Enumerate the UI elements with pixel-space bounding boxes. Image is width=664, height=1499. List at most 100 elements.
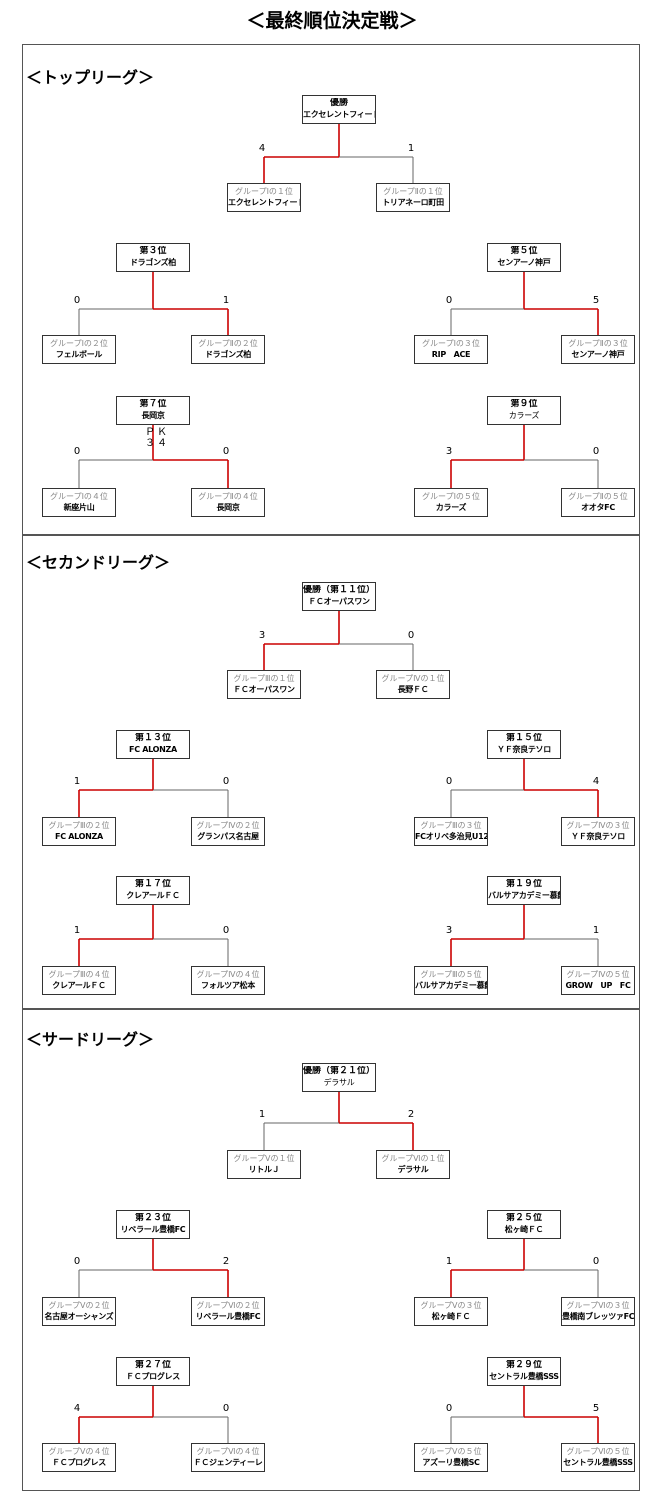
third-bracket-1-left-team-box: グループⅤの１位リトルＪ [227,1150,301,1179]
second-bracket-5-left-team-box-team: バルサアカデミー慕飾 [415,981,487,990]
top-bracket-4-result-box: 第７位長岡京 [116,396,190,425]
top-bracket-3-left-team-box-team: RIP ACE [431,350,471,359]
top-bracket-4-pk-label: ＰＫ [145,427,169,438]
top-bracket-1-result-box-label: 優勝 [329,98,348,108]
second-bracket-3-left-score: 0 [445,776,453,787]
top-bracket-1-left-team-box-team: エクセレントフィート [228,198,300,207]
top-bracket-3-left-team-box: グループⅠの３位 RIP ACE [414,335,488,364]
second-bracket-2-left-team-box-label: グループⅢの２位 [48,821,110,830]
second-bracket-5-left-team-box-label: グループⅢの５位 [420,970,482,979]
top-bracket-3-left-team-box-label: グループⅠの３位 [422,339,480,348]
top-bracket-1-right-team-box-label: グループⅡの１位 [383,187,443,196]
top-bracket-4-left-score: 0 [73,446,81,457]
second-bracket-1-right-team-box-team: 長野ＦＣ [397,685,429,694]
third-bracket-4-left-team-box: グループⅤの４位 ＦＣプログレス [42,1443,116,1472]
second-bracket-5-right-score: 1 [592,925,600,936]
second-bracket-1-right-score: 0 [407,630,415,641]
top-bracket-5-right-team-box: グループⅡの５位オオタFC [561,488,635,517]
third-bracket-3-left-team-box-team: 松ヶ崎ＦＣ [431,1312,471,1321]
second-bracket-1-result-box: 優勝（第１１位）ＦＣオーパスワン [302,582,376,611]
top-bracket-5-result-box: 第９位カラーズ [487,396,561,425]
third-bracket-3-left-team-box-label: グループⅤの３位 [420,1301,482,1310]
third-bracket-5-right-team-box: グループⅥの５位セントラル豊橋SSS [561,1443,635,1472]
top-bracket-2-right-team-box-team: ドラゴンズ柏 [204,350,252,359]
top-bracket-3-result-box-team: センアーノ神戸 [497,258,551,267]
top-bracket-4-pk-score: ３４ [145,438,169,449]
third-bracket-1-result-box-label: 優勝（第２１位） [303,1066,375,1076]
third-bracket-2-result-box-label: 第２３位 [134,1213,171,1223]
third-bracket-4-result-box-label: 第２７位 [134,1360,171,1370]
top-bracket-5-right-team-box-team: オオタFC [581,503,615,512]
top-bracket-3-right-team-box-team: センアーノ神戸 [571,350,625,359]
third-bracket-5-right-team-box-label: グループⅥの５位 [566,1447,630,1456]
second-bracket-4-left-team-box: グループⅢの４位クレアールＦＣ [42,966,116,995]
third-bracket-4-left-score: 4 [73,1403,81,1414]
top-bracket-4-left-team-box-label: グループⅠの４位 [50,492,108,501]
third-bracket-2-left-team-box: グループⅤの２位名古屋オーシャンズ [42,1297,116,1326]
third-bracket-4-left-team-box-team: ＦＣプログレス [52,1458,106,1467]
top-bracket-5-result-box-label: 第９位 [510,399,538,409]
second-bracket-3-left-team-box: グループⅢの３位 FCオリベ多治見U12 [414,817,488,846]
top-bracket-1-left-team-box-label: グループⅠの１位 [235,187,293,196]
third-bracket-1-right-team-box-label: グループⅥの１位 [381,1154,445,1163]
second-bracket-2-result-box-team: FC ALONZA [129,745,177,754]
top-bracket-4-right-team-box: グループⅡの４位長岡京 [191,488,265,517]
second-bracket-5-result-box-label: 第１９位 [505,879,542,889]
second-bracket-4-right-team-box: グループⅣの４位フォルツア松本 [191,966,265,995]
third-bracket-5-left-team-box-team: アズーリ豊橋SC [422,1458,480,1467]
top-bracket-1-left-team-box: グループⅠの１位エクセレントフィート [227,183,301,212]
third-bracket-3-right-team-box-label: グループⅥの３位 [566,1301,630,1310]
third-bracket-2-left-team-box-team: 名古屋オーシャンズ [44,1312,114,1321]
second-bracket-4-right-team-box-label: グループⅣの４位 [196,970,260,979]
top-bracket-1-right-score: 1 [407,143,415,154]
third-bracket-4-right-team-box: グループⅥの４位 ＦＣジェンティーレ [191,1443,265,1472]
third-bracket-4-right-team-box-label: グループⅥの４位 [196,1447,260,1456]
third-bracket-2-left-team-box-label: グループⅤの２位 [48,1301,110,1310]
page-title: ＜最終順位決定戦＞ [246,10,418,32]
second-bracket-2-right-team-box-team: グランパス名古屋 [197,832,259,841]
top-bracket-2-result-box: 第３位ドラゴンズ柏 [116,243,190,272]
top-bracket-4-right-team-box-label: グループⅡの４位 [198,492,258,501]
second-bracket-3-left-team-box-team: FCオリベ多治見U12 [415,832,487,841]
third-bracket-2-left-score: 0 [73,1256,81,1267]
top-bracket-3-right-score: 5 [592,295,600,306]
second-bracket-3-left-team-box-label: グループⅢの３位 [420,821,482,830]
third-bracket-3-result-box-label: 第２５位 [505,1213,542,1223]
third-bracket-5-right-team-box-team: セントラル豊橋SSS [563,1458,633,1467]
top-bracket-1-right-team-box-team: トリアネーロ町田 [382,198,444,207]
top-bracket-5-right-score: 0 [592,446,600,457]
third-bracket-5-left-team-box: グループⅤの５位アズーリ豊橋SC [414,1443,488,1472]
top-bracket-5-left-team-box: グループⅠの５位カラーズ [414,488,488,517]
second-bracket-5-result-box-team: バルサアカデミー慕飾 [488,891,560,900]
top-bracket-2-left-score: 0 [73,295,81,306]
top-bracket-4-right-score: 0 [222,446,230,457]
top-bracket-3-left-score: 0 [445,295,453,306]
top-bracket-2-result-box-team: ドラゴンズ柏 [129,258,177,267]
second-bracket-4-result-box: 第１７位クレアールＦＣ [116,876,190,905]
top-bracket-4-right-team-box-team: 長岡京 [216,503,240,512]
third-bracket-1-right-team-box: グループⅥの１位デラサル [376,1150,450,1179]
third-bracket-4-left-team-box-label: グループⅤの４位 [48,1447,110,1456]
second-league-section [22,535,640,1009]
top-league-section [22,44,640,535]
third-bracket-3-right-score: 0 [592,1256,600,1267]
top-bracket-2-right-team-box: グループⅡの２位ドラゴンズ柏 [191,335,265,364]
second-bracket-2-right-team-box-label: グループⅣの２位 [196,821,260,830]
third-bracket-3-right-team-box-team: 豊橋南ブレッツァFC [562,1312,634,1321]
second-bracket-2-left-score: 1 [73,776,81,787]
second-bracket-4-result-box-label: 第１７位 [134,879,171,889]
third-bracket-3-result-box-team: 松ヶ崎ＦＣ [504,1225,544,1234]
second-bracket-3-right-team-box-label: グループⅣの３位 [566,821,630,830]
section-title-top-league: ＜トップリーグ＞ [26,68,155,87]
third-league-section [22,1009,640,1491]
top-bracket-4-left-team-box: グループⅠの４位新座片山 [42,488,116,517]
top-bracket-2-left-team-box-team: フェルボール [55,350,103,359]
third-bracket-4-right-team-box-team: ＦＣジェンティーレ [193,1458,263,1467]
top-bracket-4-result-box-label: 第７位 [139,399,167,409]
third-bracket-3-left-score: 1 [445,1256,453,1267]
second-bracket-5-left-team-box: グループⅢの５位バルサアカデミー慕飾 [414,966,488,995]
third-bracket-2-right-team-box: グループⅥの２位リベラール豊橋FC [191,1297,265,1326]
